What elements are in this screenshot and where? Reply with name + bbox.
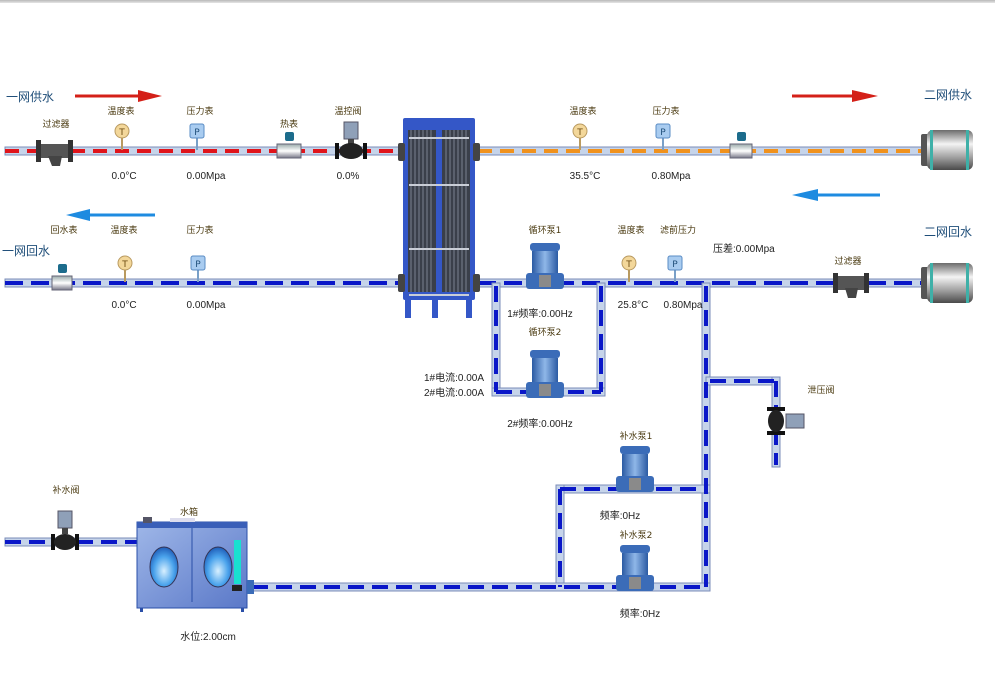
pressure-gauge-label: 压力表 [652,107,680,117]
secondary-supply-tank-icon[interactable] [921,130,973,170]
makeup-pump-2-icon[interactable] [616,545,654,591]
pipe-circulation-loop [4,282,781,592]
water-level-value: 水位:2.00cm [180,632,236,643]
arrow-primary-supply [75,90,162,102]
primary-supply-temp-value: 0.0°C [111,171,137,182]
water-tank-icon[interactable] [136,517,254,612]
secondary-supply-temp-value: 35.5°C [569,171,601,182]
heat-meter-icon[interactable] [276,132,302,159]
pre-filter-pressure-label: 滤前压力 [659,226,697,236]
window-top-border [0,0,995,3]
secondary-supply-pressure-value: 0.80Mpa [651,171,691,182]
circulation-pump-1-icon[interactable] [526,243,564,289]
filter-label: 过滤器 [42,120,70,130]
temperature-control-valve-icon[interactable] [335,121,367,159]
relief-valve-icon[interactable] [767,407,805,435]
filter-label: 过滤器 [834,257,862,267]
makeup-valve-icon[interactable] [51,510,79,550]
circulation-pump-2-icon[interactable] [526,350,564,398]
makeup-valve-label: 补水阀 [52,486,80,496]
makeup-pump-1-label: 补水泵1 [619,432,653,442]
svg-text:T: T [576,128,583,138]
pipe-secondary-supply [477,146,924,156]
temp-gauge-label: 温度表 [107,107,135,117]
plate-heat-exchanger[interactable] [398,118,480,318]
control-valve-label: 温控阀 [334,107,362,117]
arrow-secondary-supply [792,90,878,102]
svg-text:P: P [195,260,201,270]
title-secondary-supply: 二网供水 [924,88,973,102]
circulation-pump-2-frequency: 2#频率:0.00Hz [507,419,573,430]
heat-meter-icon[interactable] [729,132,753,159]
pressure-gauge-icon[interactable]: P [189,123,205,150]
secondary-return-tank-icon[interactable] [921,263,973,303]
pressure-gauge-label: 压力表 [186,226,214,236]
primary-supply-pressure-value: 0.00Mpa [186,171,226,182]
makeup-pump-2-label: 补水泵2 [619,531,653,541]
svg-text:P: P [672,260,678,270]
temp-gauge-label: 温度表 [617,226,645,236]
temp-gauge-label: 温度表 [110,226,138,236]
temperature-gauge-icon[interactable]: T [114,123,130,150]
water-tank-label: 水箱 [179,508,199,518]
pressure-difference-value: 压差:0.00Mpa [713,244,775,255]
circulation-pump-1-frequency: 1#频率:0.00Hz [507,309,573,320]
svg-text:T: T [121,260,128,270]
temperature-gauge-icon[interactable]: T [572,123,588,150]
return-meter-label: 回水表 [50,226,78,236]
title-secondary-return: 二网回水 [924,225,973,239]
circulation-pump-1-label: 循环泵1 [528,226,562,236]
primary-return-temp-value: 0.0°C [111,300,137,311]
makeup-pump-1-icon[interactable] [616,446,654,492]
pressure-gauge-icon[interactable]: P [190,255,206,282]
title-primary-supply: 一网供水 [6,90,55,104]
temp-gauge-label: 温度表 [569,107,597,117]
title-primary-return: 一网回水 [2,244,51,258]
makeup-pump-2-frequency: 频率:0Hz [619,609,661,620]
pump-2-current: 2#电流:0.00A [424,388,485,399]
pressure-gauge-icon[interactable]: P [667,255,683,282]
pump-1-current: 1#电流:0.00A [424,373,485,384]
primary-return-pressure-value: 0.00Mpa [186,300,226,311]
svg-text:P: P [194,128,200,138]
control-valve-opening-value: 0.0% [336,171,360,182]
pre-filter-pressure-value: 0.80Mpa [663,300,703,311]
svg-text:T: T [118,128,125,138]
svg-text:P: P [660,128,666,138]
makeup-pump-1-frequency: 频率:0Hz [599,511,641,522]
circulation-pump-2-label: 循环泵2 [528,328,562,338]
pipe-flow-dashes [5,286,778,589]
pressure-gauge-label: 压力表 [186,107,214,117]
svg-text:T: T [625,260,632,270]
return-meter-icon[interactable] [51,264,73,291]
temperature-gauge-icon[interactable]: T [117,255,133,282]
relief-valve-label: 泄压阀 [807,386,835,396]
arrow-secondary-return [792,189,880,201]
heat-meter-label: 热表 [279,120,299,130]
filter-icon[interactable] [36,140,73,166]
arrow-primary-return [66,209,155,221]
pressure-gauge-icon[interactable]: P [655,123,671,150]
secondary-return-temp-value: 25.8°C [617,300,649,311]
filter-icon[interactable] [833,273,869,298]
temperature-gauge-icon[interactable]: T [621,255,637,282]
